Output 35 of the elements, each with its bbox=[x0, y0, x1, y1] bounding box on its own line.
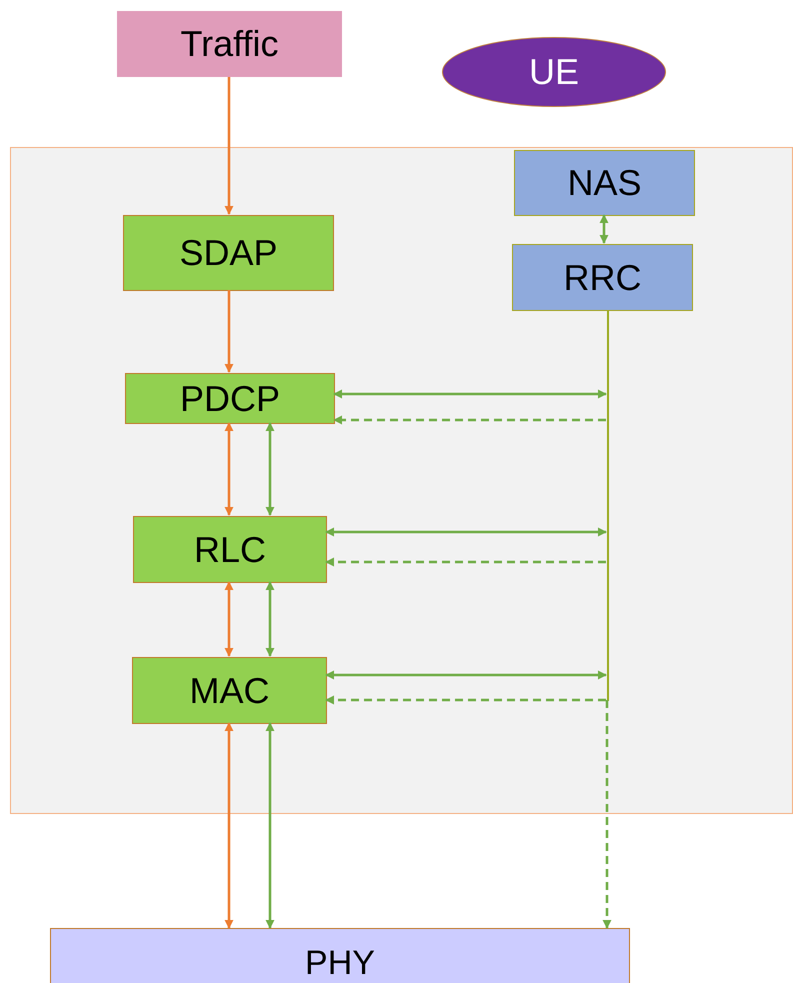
layer-label: PHY bbox=[305, 944, 375, 982]
arrow bbox=[266, 581, 274, 657]
dashed-arrow bbox=[333, 416, 606, 424]
layer-label: RLC bbox=[194, 528, 266, 570]
layer-label: MAC bbox=[190, 670, 270, 712]
arrow bbox=[224, 77, 234, 215]
layer-label: NAS bbox=[567, 162, 642, 204]
arrow bbox=[224, 290, 234, 373]
process-box bbox=[125, 373, 335, 424]
layer-label: UE bbox=[528, 51, 579, 93]
arrow bbox=[266, 722, 274, 929]
dashed-arrow bbox=[325, 558, 606, 566]
process-box bbox=[132, 657, 327, 724]
arrow bbox=[224, 581, 234, 657]
dashed-arrow bbox=[602, 700, 612, 929]
layer-label: Traffic bbox=[180, 23, 278, 65]
layer-label: SDAP bbox=[179, 232, 278, 274]
vertical-line bbox=[607, 311, 609, 701]
arrow bbox=[600, 214, 608, 244]
dashed-arrow bbox=[325, 696, 606, 704]
arrow bbox=[325, 528, 607, 536]
arrow bbox=[224, 722, 234, 929]
process-box bbox=[117, 11, 342, 77]
process-box bbox=[512, 244, 693, 311]
process-box bbox=[133, 516, 327, 583]
layer-label: PDCP bbox=[180, 378, 280, 420]
arrow bbox=[325, 670, 607, 680]
arrow bbox=[224, 422, 234, 516]
arrow bbox=[266, 422, 274, 516]
layer-panel bbox=[10, 147, 793, 814]
process-box bbox=[123, 215, 334, 291]
arrow bbox=[333, 390, 607, 398]
process-box bbox=[50, 928, 630, 983]
process-box bbox=[514, 150, 695, 216]
layer-label: RRC bbox=[564, 256, 642, 298]
